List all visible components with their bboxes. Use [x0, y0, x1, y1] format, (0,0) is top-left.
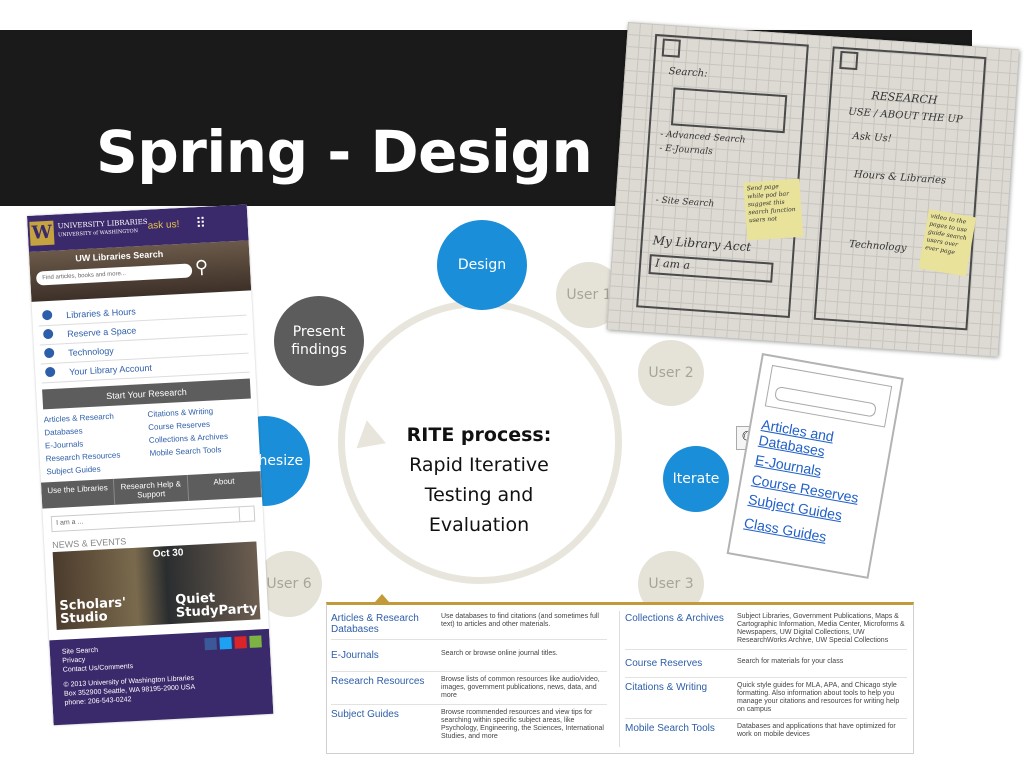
- sketch-search-label: Search:: [668, 65, 708, 80]
- nav-research-help[interactable]: Research Help & Support: [114, 474, 189, 505]
- sketch-logo-right: [839, 50, 859, 71]
- slide-title: Spring - Design: [96, 118, 593, 186]
- twitter-icon[interactable]: [219, 636, 232, 650]
- sketch-i-am-a: I am a: [654, 256, 691, 272]
- node-user2: User 2: [638, 340, 704, 406]
- rite-description: RITE process: Rapid Iterative Testing an…: [396, 420, 562, 540]
- mouse-icon: [43, 347, 55, 359]
- news-photo[interactable]: Oct 30 Scholars' Studio Quiet StudyParty: [52, 541, 261, 631]
- uw-logo: W: [29, 220, 55, 246]
- event-left-title: Scholars' Studio: [59, 595, 127, 627]
- event-date: Oct 30: [152, 547, 184, 560]
- search-title: UW Libraries Search: [75, 248, 164, 264]
- sketch-logo-left: [661, 38, 681, 58]
- search-icon[interactable]: ⚲: [194, 256, 209, 278]
- search-input[interactable]: Find articles, books and more...: [35, 263, 193, 286]
- node-iterate: Iterate: [663, 446, 729, 512]
- node-design: Design: [437, 220, 527, 310]
- table-divider: [619, 611, 620, 747]
- sticky-note-1: Send page while pod bar suggest this sea…: [743, 178, 804, 241]
- book-icon: [44, 366, 56, 378]
- quick-links: Libraries & Hours Reserve a Space Techno…: [32, 290, 256, 384]
- i-am-a-select[interactable]: I am a ...: [50, 505, 256, 533]
- ask-us-link[interactable]: ask us!: [147, 219, 180, 232]
- rite-title: RITE process:: [406, 424, 552, 446]
- table-caret-icon: [375, 594, 389, 602]
- wireframe-mockup: Articles and Databases E-Journals Course…: [726, 353, 904, 579]
- youtube-icon[interactable]: [234, 636, 247, 649]
- facebook-icon[interactable]: [204, 637, 217, 651]
- sticky-note-2: video to the pages to use guide search u…: [918, 209, 977, 277]
- feed-icon[interactable]: [249, 635, 262, 648]
- nav-use-libraries[interactable]: Use the Libraries: [40, 478, 116, 509]
- sketch-ask-us: Ask Us!: [852, 130, 893, 145]
- mobile-footer: Site Search Privacy Contact Us/Comments …: [49, 628, 274, 726]
- nav-about[interactable]: About: [187, 471, 263, 501]
- event-right-title: Quiet StudyParty: [174, 590, 258, 621]
- rite-subtitle: Rapid Iterative Testing and Evaluation: [409, 454, 549, 536]
- clock-icon: [41, 309, 53, 321]
- research-links: Articles & Research Databases E-Journals…: [43, 403, 254, 479]
- cycle-arrow-icon: [351, 417, 387, 449]
- paper-sketch-photo: Search: - Advanced Search - E-Journals -…: [606, 22, 1020, 357]
- sketch-search-box: [670, 87, 788, 134]
- chevron-down-icon: [238, 506, 255, 522]
- menu-grid-icon[interactable]: ⠿: [195, 214, 206, 232]
- node-present-findings: Present findings: [274, 296, 364, 386]
- sketch-right-frame: [813, 46, 987, 331]
- door-icon: [42, 328, 54, 340]
